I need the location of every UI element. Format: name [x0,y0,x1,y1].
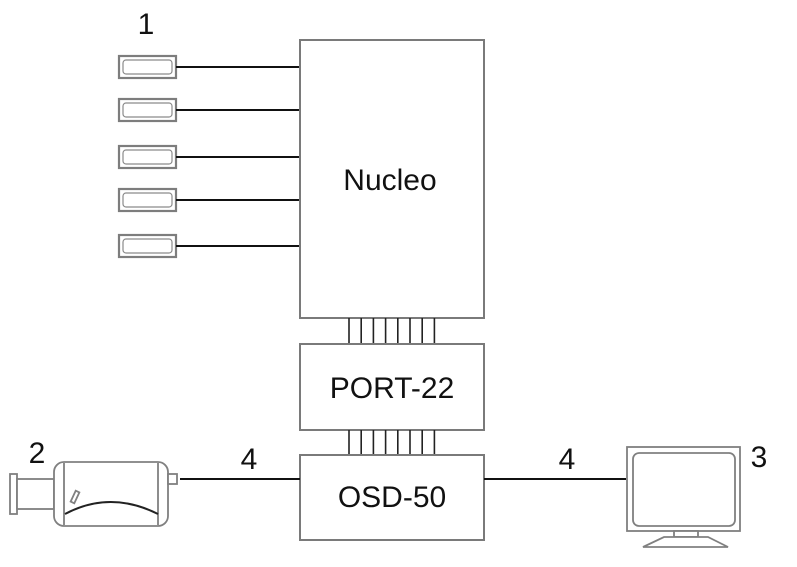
camera-body [53,461,169,527]
button-group [117,54,300,259]
bus-nucleo-port [348,318,436,344]
port-box [299,343,485,431]
osd-box [299,454,485,541]
bus-port-osd [348,430,436,455]
callout-camera: 2 [29,437,46,470]
video-camera-icon [9,461,178,527]
monitor-screen [632,452,736,527]
camera-indicator [69,489,81,505]
osd-block: OSD-50 [299,454,485,541]
callout-buttons: 1 [138,8,155,41]
callout-monitor: 3 [751,441,768,474]
push-button-face [122,102,173,118]
callout-cable-left: 4 [241,443,258,476]
nucleo-block: Nucleo [299,39,485,319]
push-button-face [122,149,173,165]
port-block: PORT-22 [299,343,485,431]
camera-curve [64,501,159,515]
camera-lens-ring [9,473,18,515]
camera-lens [16,478,55,510]
push-button-face [122,59,173,75]
nucleo-box [299,39,485,319]
camera-connector [167,473,178,485]
push-button-face [122,192,173,208]
port-label: PORT-22 [330,372,455,405]
nucleo-label: Nucleo [343,164,436,197]
push-button-face [122,238,173,254]
callout-cable-right: 4 [559,443,576,476]
monitor-stand [642,536,729,548]
monitor-icon [626,446,741,548]
osd-label: OSD-50 [338,481,446,514]
